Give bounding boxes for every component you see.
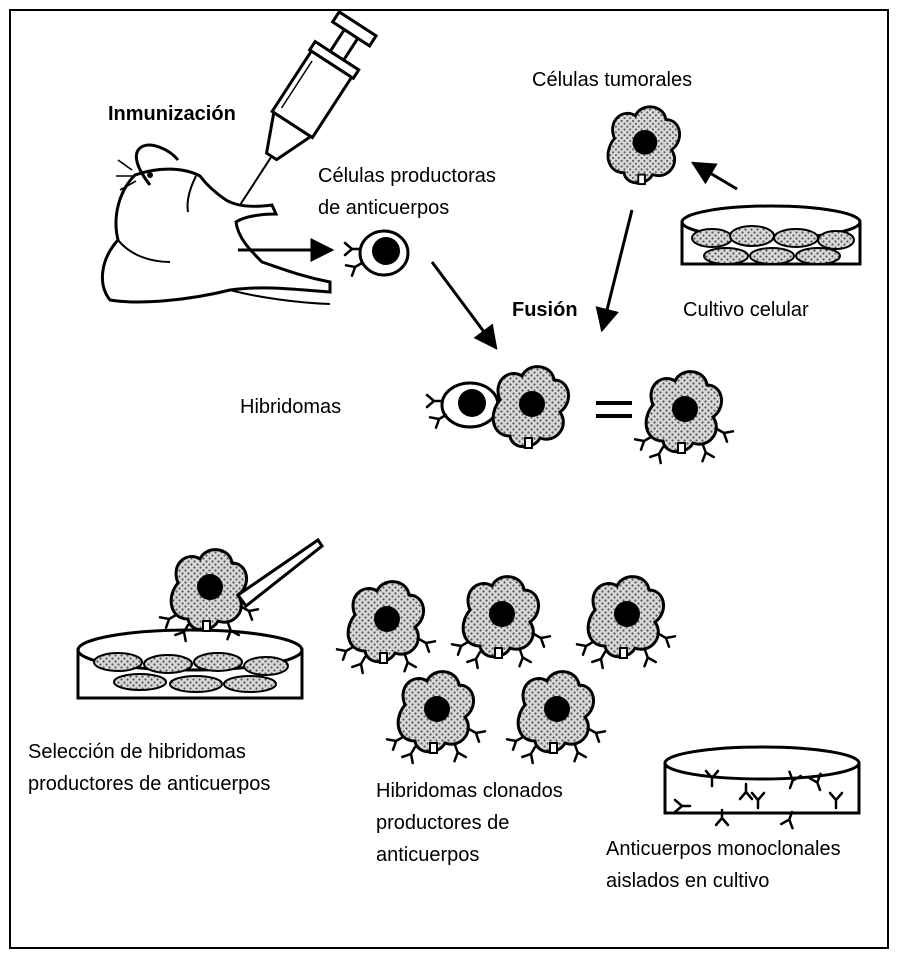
fusion-cells — [427, 367, 569, 448]
label-clonados-line1: Hibridomas clonados — [376, 777, 563, 805]
label-hibridomas: Hibridomas — [240, 393, 341, 421]
label-celulas-tumorales: Células tumorales — [532, 66, 692, 94]
label-monoclonales-line2: aislados en cultivo — [606, 867, 769, 895]
tumor-cell — [608, 107, 680, 184]
label-seleccion-line1: Selección de hibridomas — [28, 738, 246, 766]
label-celulas-productoras-line2: de anticuerpos — [318, 194, 449, 222]
label-clonados-line3: anticuerpos — [376, 841, 479, 869]
cloned-hybridomas — [337, 577, 675, 763]
hybridoma-cell — [635, 372, 733, 463]
label-inmunizacion: Inmunización — [108, 100, 236, 128]
label-cultivo-celular: Cultivo celular — [683, 296, 809, 324]
arrow-cell-to-fusion — [432, 262, 496, 348]
arrow-culture-to-tumor — [693, 163, 737, 189]
equals-sign — [596, 401, 632, 418]
arrow-tumor-to-fusion — [602, 210, 632, 330]
label-clonados-line2: productores de — [376, 809, 509, 837]
label-monoclonales-line1: Anticuerpos monoclonales — [606, 835, 841, 863]
selection-dish — [78, 540, 322, 698]
monoclonal-antibody-dish — [665, 747, 859, 828]
antibody-producing-cell — [345, 231, 408, 276]
cell-culture-dish — [682, 206, 860, 264]
label-celulas-productoras-line1: Células productoras — [318, 162, 496, 190]
label-fusion: Fusión — [512, 296, 578, 324]
mouse-illustration — [102, 145, 330, 304]
label-seleccion-line2: productores de anticuerpos — [28, 770, 270, 798]
